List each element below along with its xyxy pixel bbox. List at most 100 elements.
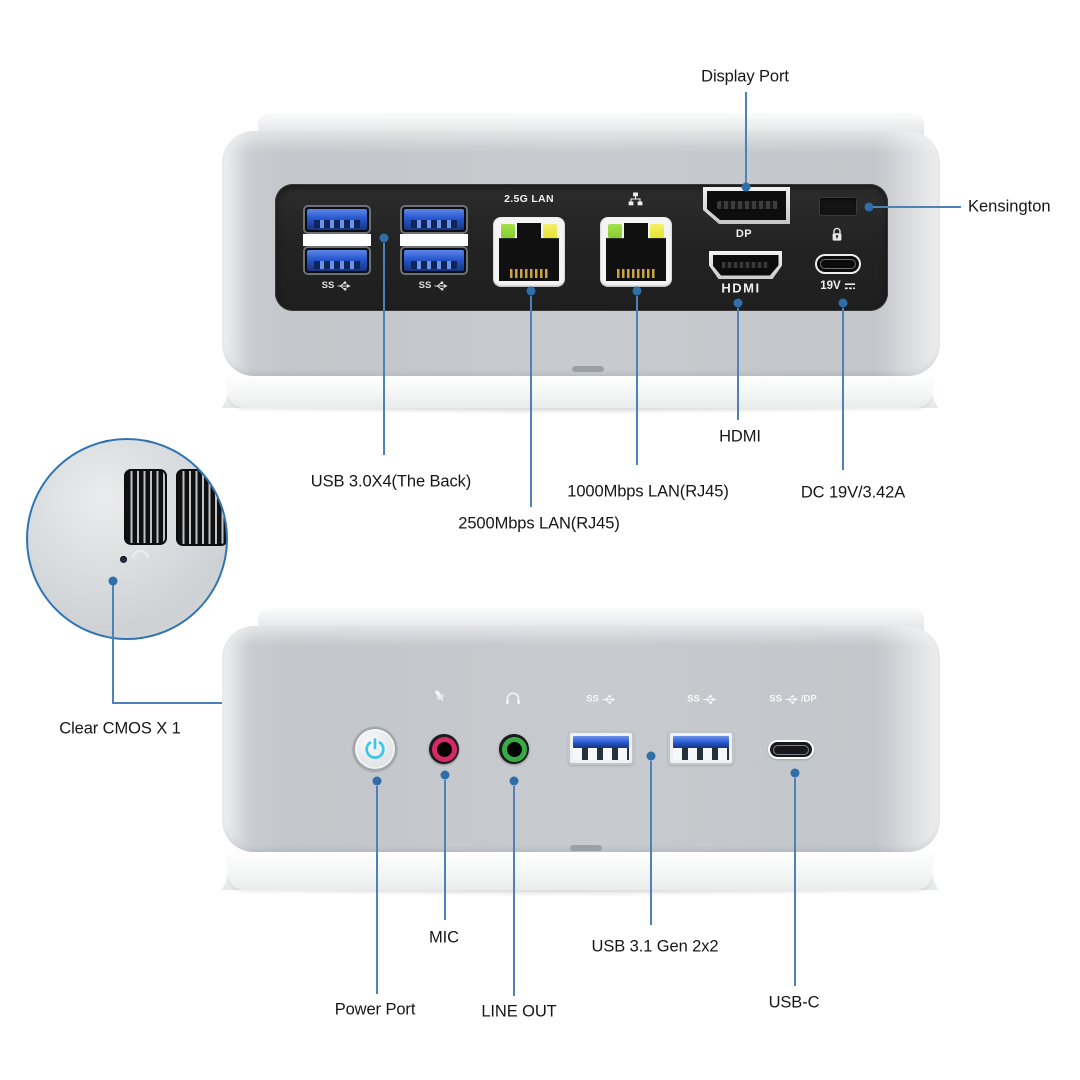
usb-trident-icon xyxy=(703,694,716,704)
leader-dot xyxy=(108,576,118,586)
power-icon xyxy=(365,738,385,759)
usb-tongue xyxy=(573,736,629,748)
rj45-pins xyxy=(510,269,548,278)
usb-a-port xyxy=(400,246,468,275)
displayport-port xyxy=(703,187,790,224)
dc-symbol-icon xyxy=(844,282,855,289)
hdmi-port xyxy=(709,251,782,279)
line-out-jack xyxy=(499,734,529,764)
dp-alt-mode-label: /DP xyxy=(800,693,817,705)
leader-dot xyxy=(379,233,389,243)
cmos-reset-pinhole xyxy=(120,556,127,563)
network-icon xyxy=(628,192,643,206)
back-bottom-notch xyxy=(572,366,604,372)
leader-line xyxy=(376,786,378,994)
leader-dot xyxy=(509,776,519,786)
arc-mark xyxy=(132,550,149,559)
leader-line xyxy=(112,585,114,703)
callout-label-dc: DC 19V/3.42A xyxy=(800,483,906,502)
leader-line xyxy=(650,761,652,925)
headphones-icon xyxy=(506,692,520,705)
callout-label-usbc: USB-C xyxy=(768,993,820,1012)
mic-jack-ring xyxy=(431,736,457,762)
back-base xyxy=(228,374,932,408)
callout-label-usb-back: USB 3.0X4(The Back) xyxy=(310,472,472,491)
lan-port-1g xyxy=(600,217,672,287)
leader-line xyxy=(794,778,796,986)
usb-a-port xyxy=(400,205,468,234)
hdmi-logo-label: HDMI xyxy=(721,280,761,296)
superspeed-usb-icon: SS xyxy=(303,280,371,291)
superspeed-usb-icon: SS xyxy=(586,694,616,705)
leader-dot xyxy=(790,768,800,778)
leader-dot xyxy=(372,776,382,786)
leader-dot xyxy=(733,298,743,308)
front-bottom-notch xyxy=(570,845,602,851)
rj45-pins xyxy=(617,269,655,278)
leader-line xyxy=(530,296,532,507)
leader-line xyxy=(383,243,385,455)
leader-line xyxy=(873,206,961,208)
ss-label: SS xyxy=(769,693,782,705)
usb-a-port-pair xyxy=(400,205,468,275)
usb-contacts xyxy=(573,748,629,760)
usb-contacts xyxy=(673,748,729,760)
mic-jack xyxy=(429,734,459,764)
lan-port-2-5g xyxy=(493,217,565,287)
usb-a-port-front xyxy=(568,731,634,765)
dc-voltage-text: 19V xyxy=(820,280,841,292)
usb-a-port xyxy=(303,246,371,275)
leader-dot xyxy=(741,182,751,192)
leader-dot xyxy=(646,751,656,761)
lan-2-5g-label: 2.5G LAN xyxy=(504,193,554,205)
leader-line xyxy=(737,308,739,420)
callout-label-mic: MIC xyxy=(429,928,459,947)
leader-dot xyxy=(526,286,536,296)
callout-label-hdmi: HDMI xyxy=(719,427,761,446)
callout-label-clear-cmos: Clear CMOS X 1 xyxy=(59,719,181,738)
usb-a-port-front xyxy=(668,731,734,765)
kensington-lock-slot xyxy=(819,197,857,216)
usb-a-port-pair xyxy=(303,205,371,275)
ss-label: SS xyxy=(321,280,335,291)
leader-line xyxy=(513,786,515,996)
usb-pair-divider xyxy=(400,234,468,246)
hdmi-contacts xyxy=(722,262,769,268)
lan-led-green xyxy=(608,224,622,238)
leader-dot xyxy=(440,770,450,780)
usb-tongue xyxy=(673,736,729,748)
line-out-jack-ring xyxy=(501,736,527,762)
usb-a-port xyxy=(303,205,371,234)
leader-line xyxy=(112,702,224,704)
callout-label-lan-1000: 1000Mbps LAN(RJ45) xyxy=(567,482,729,501)
vent-grille xyxy=(124,469,167,545)
lan-led-yellow xyxy=(650,224,664,238)
superspeed-usb-dp-icon: SS /DP xyxy=(769,694,817,705)
usb-trident-icon xyxy=(785,694,798,704)
lock-icon xyxy=(832,227,842,241)
callout-label-lan-2500: 2500Mbps LAN(RJ45) xyxy=(458,514,620,533)
leader-line xyxy=(842,308,844,470)
usb-trident-icon xyxy=(602,694,615,704)
leader-dot xyxy=(838,298,848,308)
callout-label-kensington: Kensington xyxy=(968,197,1051,216)
dc-voltage-label: 19V xyxy=(815,280,861,292)
leader-dot xyxy=(632,286,642,296)
superspeed-usb-icon: SS xyxy=(400,280,468,291)
leader-line xyxy=(636,296,638,465)
front-base xyxy=(228,850,932,890)
vent-grille xyxy=(176,469,226,546)
power-button xyxy=(353,727,397,771)
leader-line xyxy=(444,780,446,920)
leader-line xyxy=(745,92,747,184)
callout-label-usb31: USB 3.1 Gen 2x2 xyxy=(591,937,719,956)
usb-trident-icon xyxy=(434,280,448,290)
callout-label-line-out: LINE OUT xyxy=(481,1002,557,1021)
usb-pair-divider xyxy=(303,234,371,246)
lan-led-yellow xyxy=(543,224,557,238)
usb-trident-icon xyxy=(337,280,351,290)
superspeed-usb-icon: SS xyxy=(687,694,717,705)
microphone-icon xyxy=(435,690,444,702)
dp-label: DP xyxy=(735,228,753,240)
